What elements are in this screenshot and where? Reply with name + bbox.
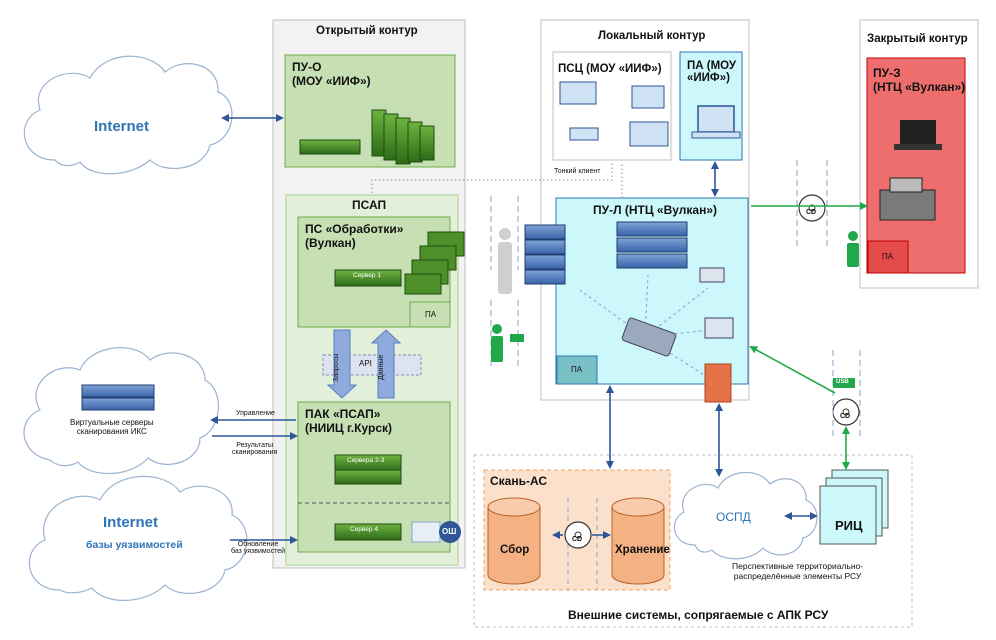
server1-label: Сервер 1 xyxy=(353,272,381,279)
dannye-label: Данные xyxy=(378,354,385,380)
pu-z-box xyxy=(866,57,966,274)
ric-stack-1 xyxy=(819,485,877,545)
server-rack-icon xyxy=(616,221,688,269)
upravlenie-label: Управление xyxy=(236,410,275,417)
arrow-pul-cd xyxy=(749,346,836,394)
pa-label-2: ПА xyxy=(571,365,583,374)
mfp-icon xyxy=(879,189,936,221)
internet-top-label: Internet xyxy=(94,118,150,135)
perspective-label: Перспективные территориально- распределё… xyxy=(732,561,864,581)
cd-label-ric: CD xyxy=(840,413,851,420)
virtual-servers-icon xyxy=(81,384,155,411)
laptop-icon-pa xyxy=(691,105,741,139)
server1-icon xyxy=(334,269,402,287)
person-icon-grey xyxy=(498,228,512,294)
osh-label: ОШ xyxy=(442,527,457,536)
sbor-label: Сбор xyxy=(500,544,530,556)
pu-l-label: ПУ-Л (НТЦ «Вулкан») xyxy=(593,203,718,217)
external-systems-title: Внешние системы, сопрягаемые с АПК РСУ xyxy=(568,608,829,622)
desktop-icon xyxy=(629,121,669,147)
monitor-icon xyxy=(631,85,665,109)
usb-label: USB xyxy=(836,379,849,385)
open-contour-title: Открытый контур xyxy=(316,25,418,37)
pa-label-1: ПА xyxy=(425,310,437,319)
api-label: API xyxy=(359,359,372,368)
server4-label: Сервер 4 xyxy=(350,526,378,533)
workstations-icon xyxy=(404,231,465,295)
internet-bottom-label: Internet xyxy=(103,514,159,531)
cd-icon-scan xyxy=(564,521,592,549)
thin-client-line-1 xyxy=(371,163,613,193)
psap-label: ПСАП xyxy=(352,198,387,212)
internet-cloud-top xyxy=(23,55,233,175)
local-contour-title: Локальный контур xyxy=(598,30,706,42)
pu-z-label: ПУ-З (НТЦ «Вулкан») xyxy=(873,66,966,94)
zaprosy-arrow xyxy=(326,329,358,399)
ospd-cloud xyxy=(673,471,818,560)
blue-servers-icon xyxy=(524,224,566,285)
cd-icon-closed xyxy=(798,194,826,222)
pa-label-3: ПА xyxy=(882,252,894,261)
person-icon-green-2 xyxy=(847,231,859,267)
pa-box-2 xyxy=(556,355,598,385)
virtual-servers-label: Виртуальные серверы сканирования ИКС xyxy=(70,418,154,436)
osh-badge xyxy=(439,521,461,543)
switch-icon xyxy=(621,317,677,357)
zaprosy-label: Запросы xyxy=(333,353,340,382)
external-systems-zone xyxy=(473,454,913,628)
firewall-icon xyxy=(704,363,732,403)
ospd-label: ОСПД xyxy=(716,510,751,524)
scan-as-label: Скань-АС xyxy=(490,474,547,488)
pu-o-label: ПУ-О (МОУ «ИИФ») xyxy=(292,60,371,88)
person-icon-green xyxy=(491,324,524,362)
thin-client-label: Тонкий клиент xyxy=(554,168,601,175)
servers23-icon-2 xyxy=(334,469,402,485)
pa-box-1 xyxy=(409,301,451,328)
projector-icon xyxy=(569,127,599,141)
internet-bottom-sub-label: базы уязвимостей xyxy=(86,539,183,551)
servers23-label: Сервера 2-3 xyxy=(347,457,385,464)
pa-mou-label: ПА (МОУ «ИИФ») xyxy=(687,60,736,84)
printer-icon-2 xyxy=(704,317,734,339)
ric-label: РИЦ xyxy=(835,518,863,533)
server4-icon xyxy=(334,523,402,541)
projector-screen-icon xyxy=(559,81,597,105)
cd-label-scan: CD xyxy=(572,536,583,543)
dannye-arrow xyxy=(370,329,402,399)
mfp-top-icon xyxy=(889,177,923,193)
printer-icon-1 xyxy=(699,267,725,283)
closed-contour-title: Закрытый контур xyxy=(867,33,968,45)
results-label: Результаты сканирования xyxy=(232,442,278,456)
cd-label-closed: CD xyxy=(806,209,817,216)
pak-psap-label: ПАК «ПСАП» (НИИЦ г.Курск) xyxy=(305,407,392,435)
psc-label: ПСЦ (МОУ «ИИФ») xyxy=(558,63,662,75)
hranenie-label: Хранение xyxy=(615,544,670,556)
laptop-icon-red xyxy=(894,120,942,150)
internet-cloud-bottom xyxy=(28,475,248,601)
update-label: Обновление баз уязвимостей xyxy=(231,541,286,555)
cd-icon-ric xyxy=(832,398,860,426)
update-source-icon xyxy=(411,521,441,543)
virtual-servers-cloud xyxy=(23,347,219,475)
usb-icon xyxy=(833,378,855,388)
ps-obrabotki-label: ПС «Обработки» (Вулкан) xyxy=(305,222,404,250)
sbor-database xyxy=(487,497,541,585)
hranenie-database xyxy=(611,497,665,585)
pa-box-3 xyxy=(867,240,909,274)
server-cluster-icon xyxy=(299,109,435,165)
